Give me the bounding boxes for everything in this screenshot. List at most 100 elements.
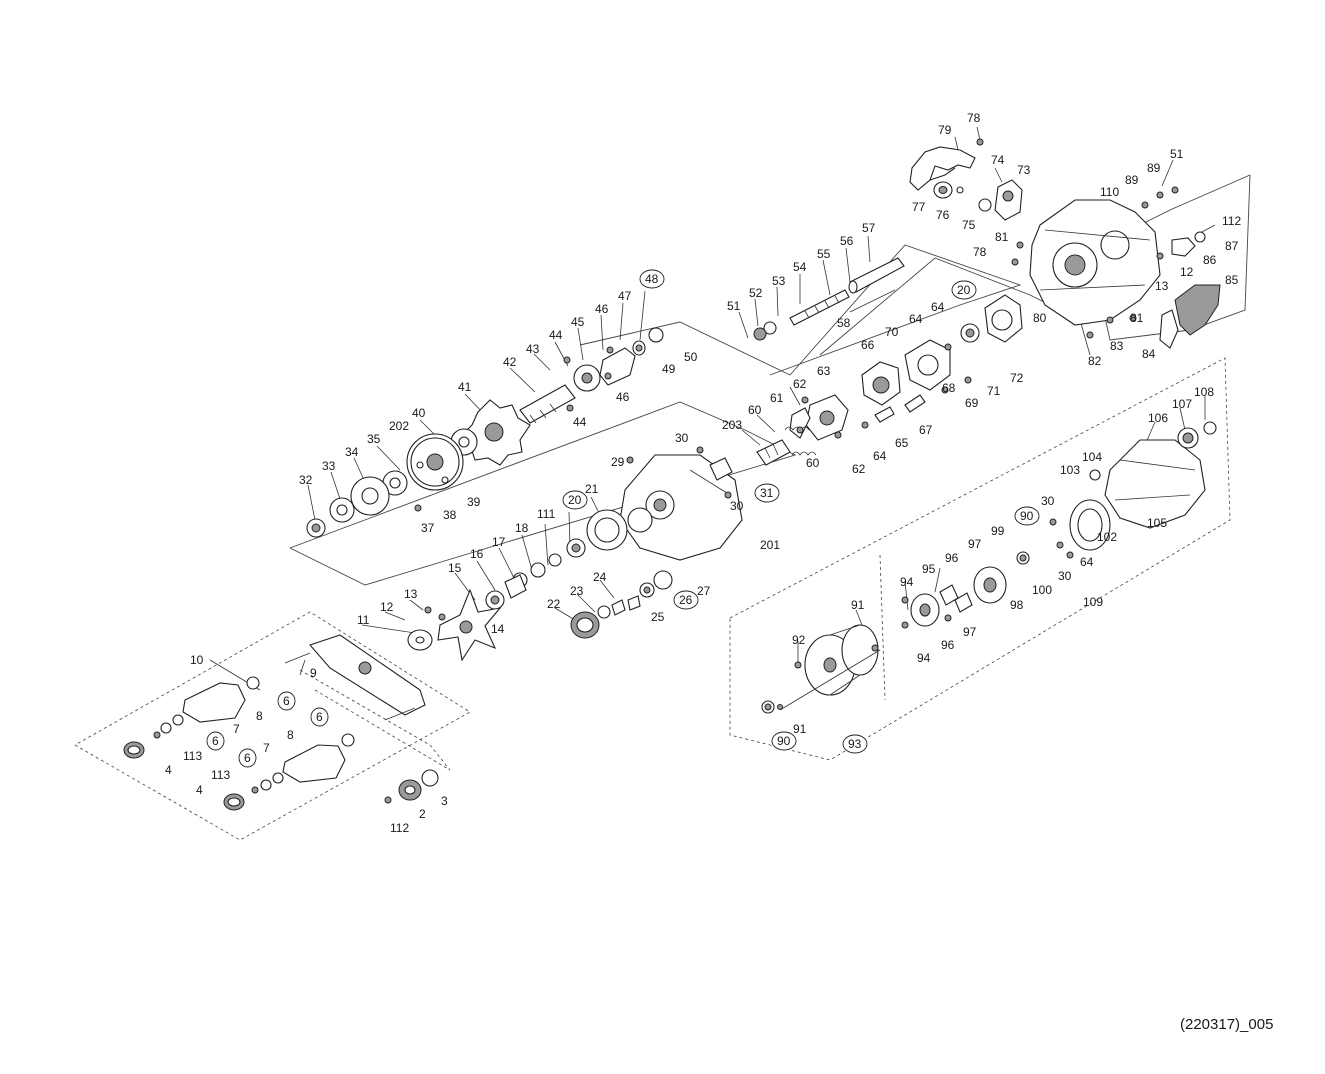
part-number: 108 [1194, 385, 1214, 399]
part-label-l16: 16 [470, 547, 484, 561]
part-label-l104: 104 [1082, 450, 1102, 464]
part-number: 56 [840, 234, 854, 248]
part-label-l72: 72 [1010, 371, 1024, 385]
part-label-l202: 202 [389, 419, 409, 433]
part-label-l65: 65 [895, 436, 909, 450]
part-108-cap [1203, 421, 1217, 435]
part-label-l78b: 78 [973, 245, 987, 259]
part-9-handle-arm [284, 634, 426, 721]
part-label-l57: 57 [862, 221, 876, 235]
part-number: 113 [211, 768, 230, 782]
part-45-gear [573, 364, 601, 392]
part-number: 10 [190, 653, 204, 667]
part-label-l33: 33 [322, 459, 336, 473]
part-label-l46a: 46 [595, 302, 609, 316]
part-number: 11 [357, 613, 370, 627]
part-4-knob-cap-b [223, 793, 245, 811]
part-24-clip [611, 599, 626, 616]
part-label-l89b: 89 [1147, 161, 1161, 175]
part-number: 42 [503, 355, 517, 369]
part-32-bearing [306, 518, 326, 538]
part-90-bearing-a [761, 700, 775, 714]
part-number: 60 [806, 456, 820, 470]
part-label-l102: 102 [1097, 530, 1117, 544]
part-number: 31 [760, 486, 774, 500]
part-number: 54 [793, 260, 807, 274]
part-label-l41: 41 [458, 380, 472, 394]
part-label-l12a: 12 [1180, 265, 1194, 279]
part-label-l42: 42 [503, 355, 517, 369]
part-label-l4b: 4 [196, 783, 203, 797]
part-number: 68 [942, 381, 956, 395]
part-65-lever [874, 406, 895, 423]
part-number: 63 [817, 364, 831, 378]
part-47-plate [599, 347, 636, 386]
part-4-knob-cap-a [123, 741, 145, 759]
leader-lines [209, 126, 1216, 691]
part-label-l8b: 8 [287, 728, 294, 742]
part-label-l46b: 46 [616, 390, 630, 404]
part-label-l31: 31 [754, 483, 780, 503]
part-label-l4a: 4 [165, 763, 172, 777]
part-number: 53 [772, 274, 786, 288]
part-label-l86: 86 [1203, 253, 1217, 267]
part-16-bearing [504, 574, 527, 599]
part-label-l81b: 81 [1130, 311, 1144, 325]
part-20-bearing-b [566, 538, 586, 558]
part-label-l98: 98 [1010, 598, 1024, 612]
part-number: 24 [593, 570, 607, 584]
part-label-l89a: 89 [1125, 173, 1139, 187]
part-201-frame [619, 454, 743, 561]
part-label-l64a: 64 [931, 300, 945, 314]
part-number: 96 [945, 551, 959, 565]
part-label-l40: 40 [412, 406, 426, 420]
part-label-l83: 83 [1110, 339, 1124, 353]
part-104-washer [1089, 469, 1101, 481]
part-label-l39: 39 [467, 495, 481, 509]
part-number: 90 [1020, 509, 1034, 523]
part-26-bearing [639, 582, 655, 598]
part-label-l17: 17 [492, 535, 506, 549]
part-label-l95: 95 [922, 562, 936, 576]
part-label-l93: 93 [842, 734, 868, 754]
part-number: 81 [1130, 311, 1144, 325]
part-label-l201: 201 [760, 538, 780, 552]
part-label-l94a: 94 [900, 575, 914, 589]
part-label-l55: 55 [817, 247, 831, 261]
part-label-l99: 99 [991, 524, 1005, 538]
part-label-l50: 50 [684, 350, 698, 364]
part-number: 32 [299, 473, 313, 487]
part-number: 90 [777, 734, 791, 748]
part-number: 47 [618, 289, 632, 303]
part-number: 98 [1010, 598, 1024, 612]
part-11-washer [407, 629, 433, 651]
part-57-tube [848, 257, 905, 294]
part-number: 99 [991, 524, 1005, 538]
diagram-code: (220317)_005 [1180, 1016, 1274, 1033]
part-label-l87: 87 [1225, 239, 1239, 253]
part-label-l91b: 91 [793, 722, 807, 736]
part-67-clip [904, 394, 926, 413]
part-label-l3: 3 [441, 794, 448, 808]
part-6-bearing-b [341, 733, 355, 747]
part-number: 111 [537, 507, 556, 521]
part-label-l29: 29 [611, 455, 625, 469]
part-label-l103: 103 [1060, 463, 1080, 477]
part-95-brake-plate [910, 593, 940, 627]
part-label-l71: 71 [987, 384, 1001, 398]
part-number: 93 [848, 737, 862, 751]
part-number: 13 [1155, 279, 1169, 293]
part-label-l62a: 62 [793, 377, 807, 391]
part-number: 4 [165, 763, 172, 777]
part-label-l75: 75 [962, 218, 976, 232]
frame-pinion [579, 244, 1022, 376]
part-number: 201 [760, 538, 780, 552]
part-3-nut [421, 769, 439, 787]
part-50-oring [648, 327, 664, 343]
part-number: 85 [1225, 273, 1239, 287]
part-label-l94b: 94 [917, 651, 931, 665]
part-label-l106: 106 [1148, 411, 1168, 425]
part-number: 84 [1142, 347, 1156, 361]
part-number: 6 [283, 694, 290, 708]
part-label-l113b: 113 [211, 768, 230, 782]
